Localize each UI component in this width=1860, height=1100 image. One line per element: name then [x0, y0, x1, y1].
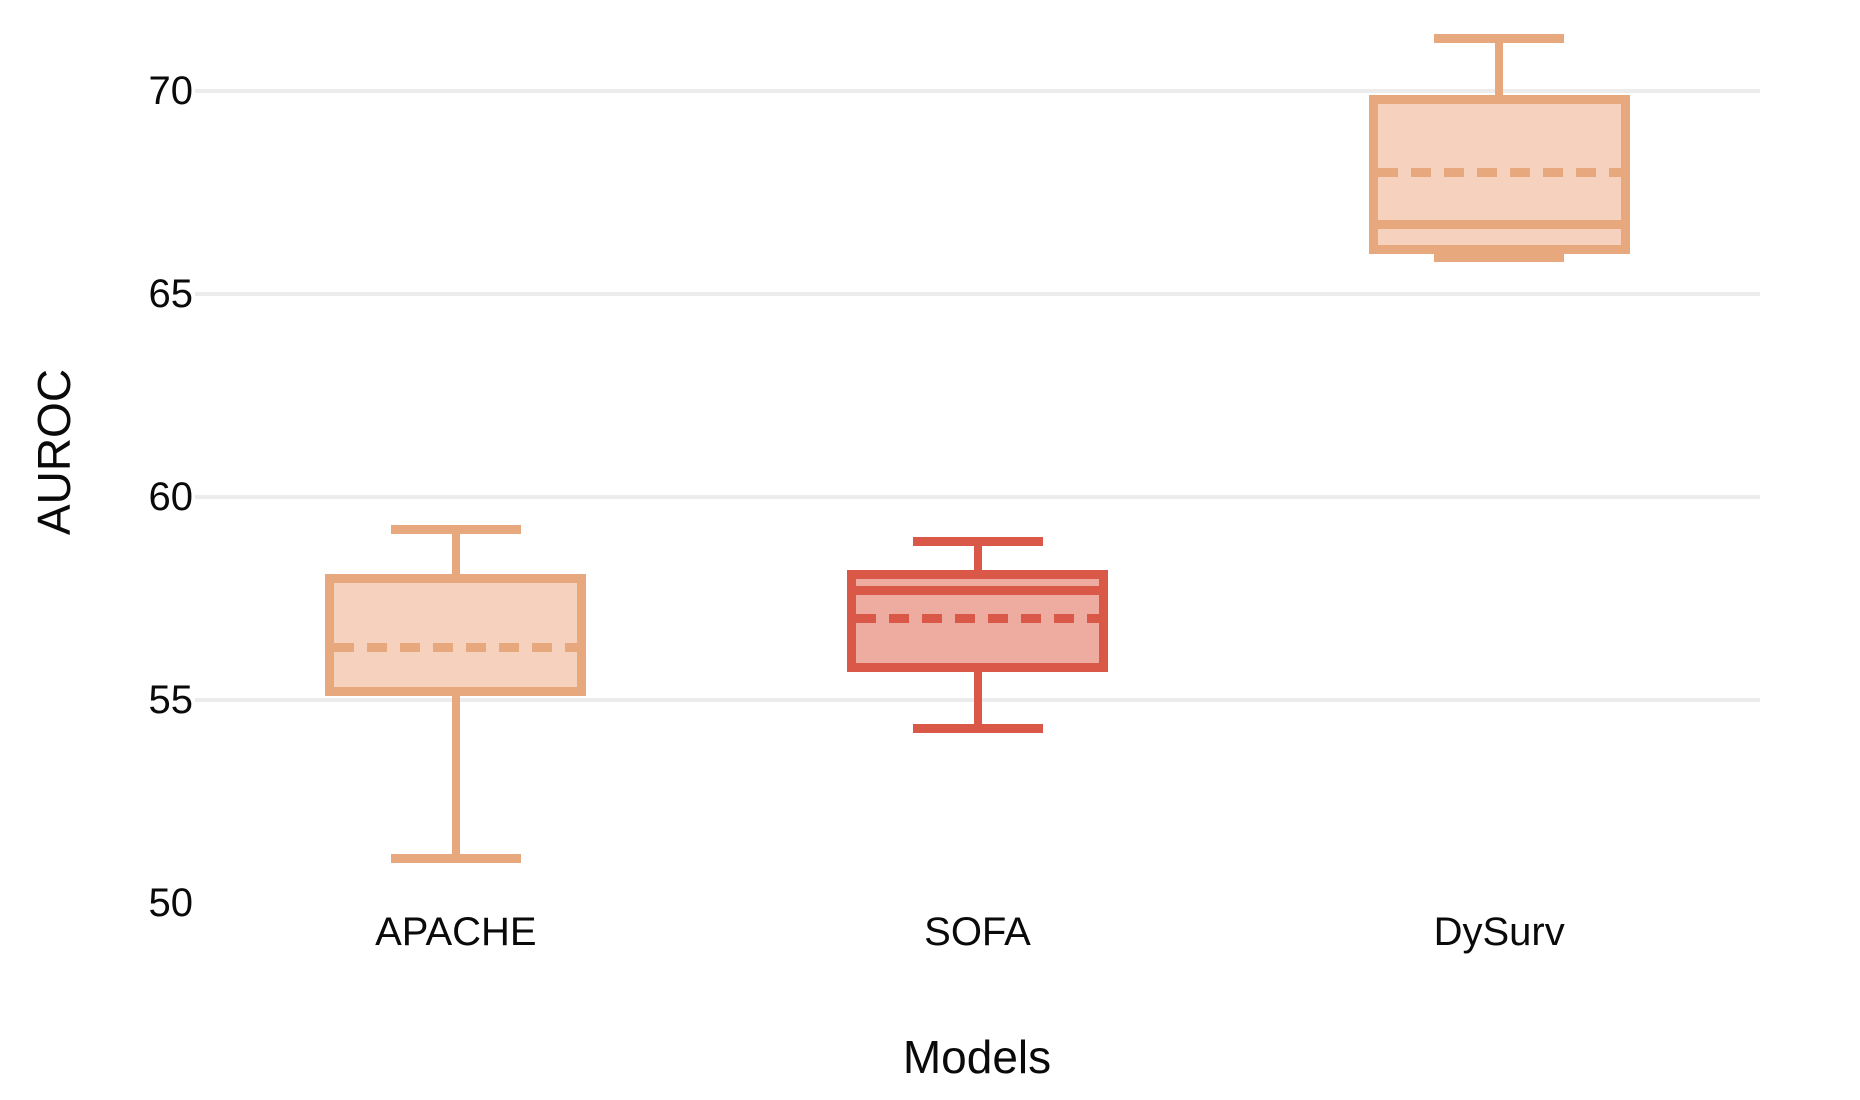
y-tick-label-65: 65 [148, 272, 194, 316]
gridline-y-60 [195, 495, 1760, 499]
lower-whisker-sofa [973, 667, 982, 729]
y-tick-label-55: 55 [148, 678, 194, 722]
x-category-label-dysurv: DySurv [1433, 910, 1565, 954]
y-tick-label-50: 50 [148, 881, 194, 925]
median-line-dysurv [1377, 220, 1621, 230]
median-line-sofa [856, 585, 1099, 595]
box-apache [325, 573, 587, 697]
upper-whisker-sofa [973, 541, 982, 575]
x-category-label-sofa: SOFA [924, 910, 1031, 954]
mean-line-apache [334, 642, 578, 652]
x-category-label-apache: APACHE [375, 910, 537, 954]
upper-whisker-cap-apache [390, 524, 521, 534]
median-line-apache [334, 573, 578, 583]
upper-whisker-cap-dysurv [1434, 33, 1565, 43]
lower-whisker-cap-dysurv [1434, 252, 1565, 262]
y-tick-label-60: 60 [148, 475, 194, 519]
mean-line-sofa [856, 614, 1099, 624]
lower-whisker-cap-apache [390, 853, 521, 863]
lower-whisker-apache [451, 691, 460, 859]
upper-whisker-cap-sofa [912, 537, 1043, 547]
upper-whisker-dysurv [1495, 38, 1504, 100]
mean-line-dysurv [1377, 167, 1621, 177]
gridline-y-70 [195, 89, 1760, 93]
upper-whisker-apache [451, 529, 460, 579]
y-tick-label-70: 70 [148, 69, 194, 113]
lower-whisker-cap-sofa [912, 723, 1043, 733]
gridline-y-65 [195, 292, 1760, 296]
x-axis-title: Models [902, 1031, 1052, 1083]
